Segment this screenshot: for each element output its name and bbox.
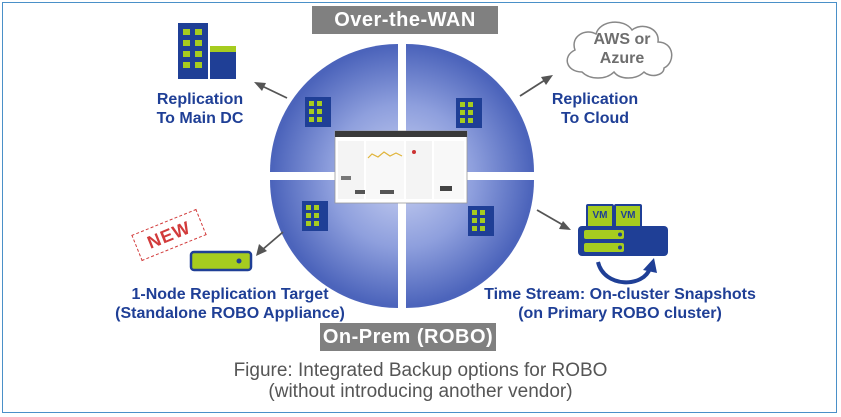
figure-caption-line-2: (without introducing another vendor) bbox=[268, 381, 573, 402]
replication-cloud-line-1: Replication bbox=[551, 91, 639, 108]
dashboard-screenshot bbox=[334, 130, 468, 204]
cloud-icon bbox=[566, 21, 673, 79]
replication-main-dc-line-2: To Main DC bbox=[156, 110, 244, 127]
appliance-icon bbox=[189, 250, 253, 272]
one-node-target-label: 1-Node Replication Target (Standalone RO… bbox=[80, 285, 380, 323]
cloud-text-line-2: Azure bbox=[599, 50, 645, 67]
one-node-target-line-1: 1-Node Replication Target bbox=[131, 286, 329, 303]
cloud-text-line-1: AWS or bbox=[593, 31, 651, 48]
one-node-target-line-2: (Standalone ROBO Appliance) bbox=[115, 305, 345, 322]
figure-caption-line-1: Figure: Integrated Backup options for RO… bbox=[233, 360, 608, 381]
replication-main-dc-line-1: Replication bbox=[156, 91, 244, 108]
replication-cloud-label: Replication To Cloud bbox=[540, 90, 650, 128]
arrow-to-main-dc bbox=[254, 82, 288, 99]
over-the-wan-label: Over-the-WAN bbox=[312, 6, 498, 34]
on-prem-robo-label: On-Prem (ROBO) bbox=[320, 323, 496, 351]
building-icon-tl bbox=[305, 97, 331, 127]
replication-cloud-line-2: To Cloud bbox=[560, 110, 630, 127]
time-stream-line-1: Time Stream: On-cluster Snapshots bbox=[484, 286, 756, 303]
arrow-to-appliance bbox=[256, 231, 284, 256]
arrow-to-cluster bbox=[536, 209, 571, 230]
building-icon-bl bbox=[302, 201, 328, 231]
figure-caption: Figure: Integrated Backup options for RO… bbox=[0, 360, 841, 402]
building-icon-tr bbox=[456, 98, 482, 128]
cloud-text: AWS or Azure bbox=[578, 30, 666, 68]
vm-icon: VM bbox=[586, 204, 614, 228]
building-icon-br bbox=[468, 206, 494, 236]
quadrant-bottom-right bbox=[406, 180, 534, 308]
server-cluster-icon bbox=[578, 226, 668, 285]
vm-icon: VM bbox=[614, 204, 642, 228]
main-dc-building-icon bbox=[178, 23, 236, 79]
diagram-graphics bbox=[178, 21, 673, 308]
time-stream-label: Time Stream: On-cluster Snapshots (on Pr… bbox=[460, 285, 780, 323]
replication-main-dc-label: Replication To Main DC bbox=[140, 90, 260, 128]
arrow-to-cloud bbox=[519, 75, 553, 97]
time-stream-line-2: (on Primary ROBO cluster) bbox=[518, 305, 722, 322]
